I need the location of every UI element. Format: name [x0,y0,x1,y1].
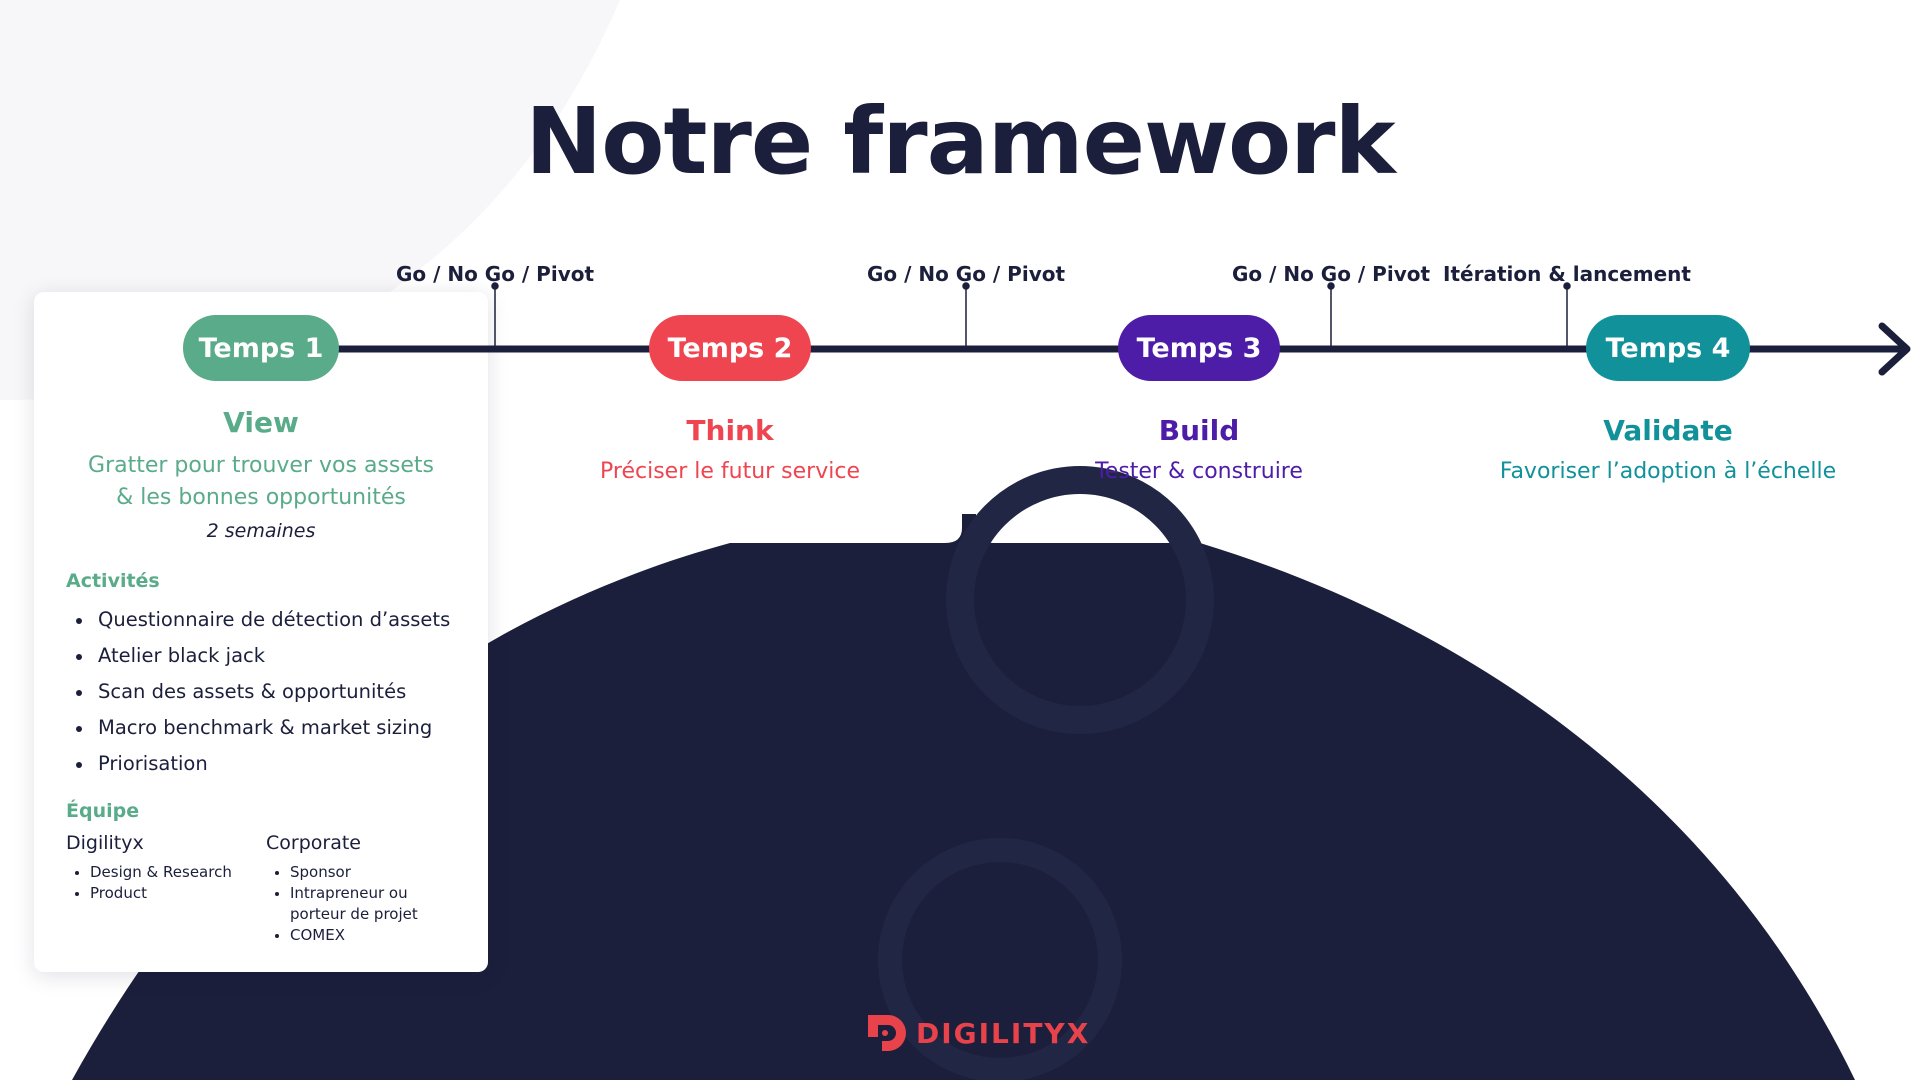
list-item: Priorisation [66,746,450,782]
phase-4-pill: Temps 4 [1586,315,1750,381]
team-heading: Équipe [66,800,140,822]
phase-1-description: Gratter pour trouver vos assets & les bo… [34,450,488,514]
brand-name: DIGILITYX [916,1016,1091,1050]
activities-heading: Activités [66,570,160,592]
phase-1-pill: Temps 1 [183,315,339,381]
phase-2-pill: Temps 2 [649,315,811,381]
milestone-label-3: Go / No Go / Pivot [1231,262,1431,286]
phase-3-pill: Temps 3 [1118,315,1280,381]
digilityx-logo-icon [868,1015,906,1051]
phase-2-description: Préciser le futur service [600,459,860,484]
phase-1-duration: 2 semaines [206,520,316,542]
page-title: Notre framework [525,88,1395,195]
team-digilityx: Digilityx Design & Research Product [66,832,256,904]
phase-1-name: View [223,406,299,439]
list-item: Atelier black jack [66,638,450,674]
phase-2-name: Think [686,414,774,447]
list-item: Intrapreneur ou porteur de projet [266,883,436,925]
milestone-label-1: Go / No Go / Pivot [395,262,595,286]
milestone-label-4: Itération & lancement [1443,262,1691,286]
team-corporate: Corporate Sponsor Intrapreneur ou porteu… [266,832,436,946]
activities-list: Questionnaire de détection d’assets Atel… [66,602,450,782]
phase-1-description-line-2: & les bonnes opportunités [116,485,406,510]
list-item: Product [66,883,256,904]
list-item: COMEX [266,925,436,946]
list-item: Scan des assets & opportunités [66,674,450,710]
phase-3-name: Build [1158,414,1240,447]
team-name: Digilityx [66,832,144,854]
watermark-icon [878,466,1214,1080]
milestone-label-2: Go / No Go / Pivot [866,262,1066,286]
list-item: Design & Research [66,862,256,883]
phase-1-description-line-1: Gratter pour trouver vos assets [88,453,434,478]
phase-4-name: Validate [1603,414,1733,447]
phase-4-description: Favoriser l’adoption à l’échelle [1499,459,1837,484]
list-item: Sponsor [266,862,436,883]
phase-1-detail-card: View Gratter pour trouver vos assets & l… [34,292,488,972]
team-name: Corporate [266,832,361,854]
phase-3-description: Tester & construire [1095,459,1303,484]
brand-logo: DIGILITYX [862,1008,1090,1058]
list-item: Questionnaire de détection d’assets [66,602,450,638]
list-item: Macro benchmark & market sizing [66,710,450,746]
